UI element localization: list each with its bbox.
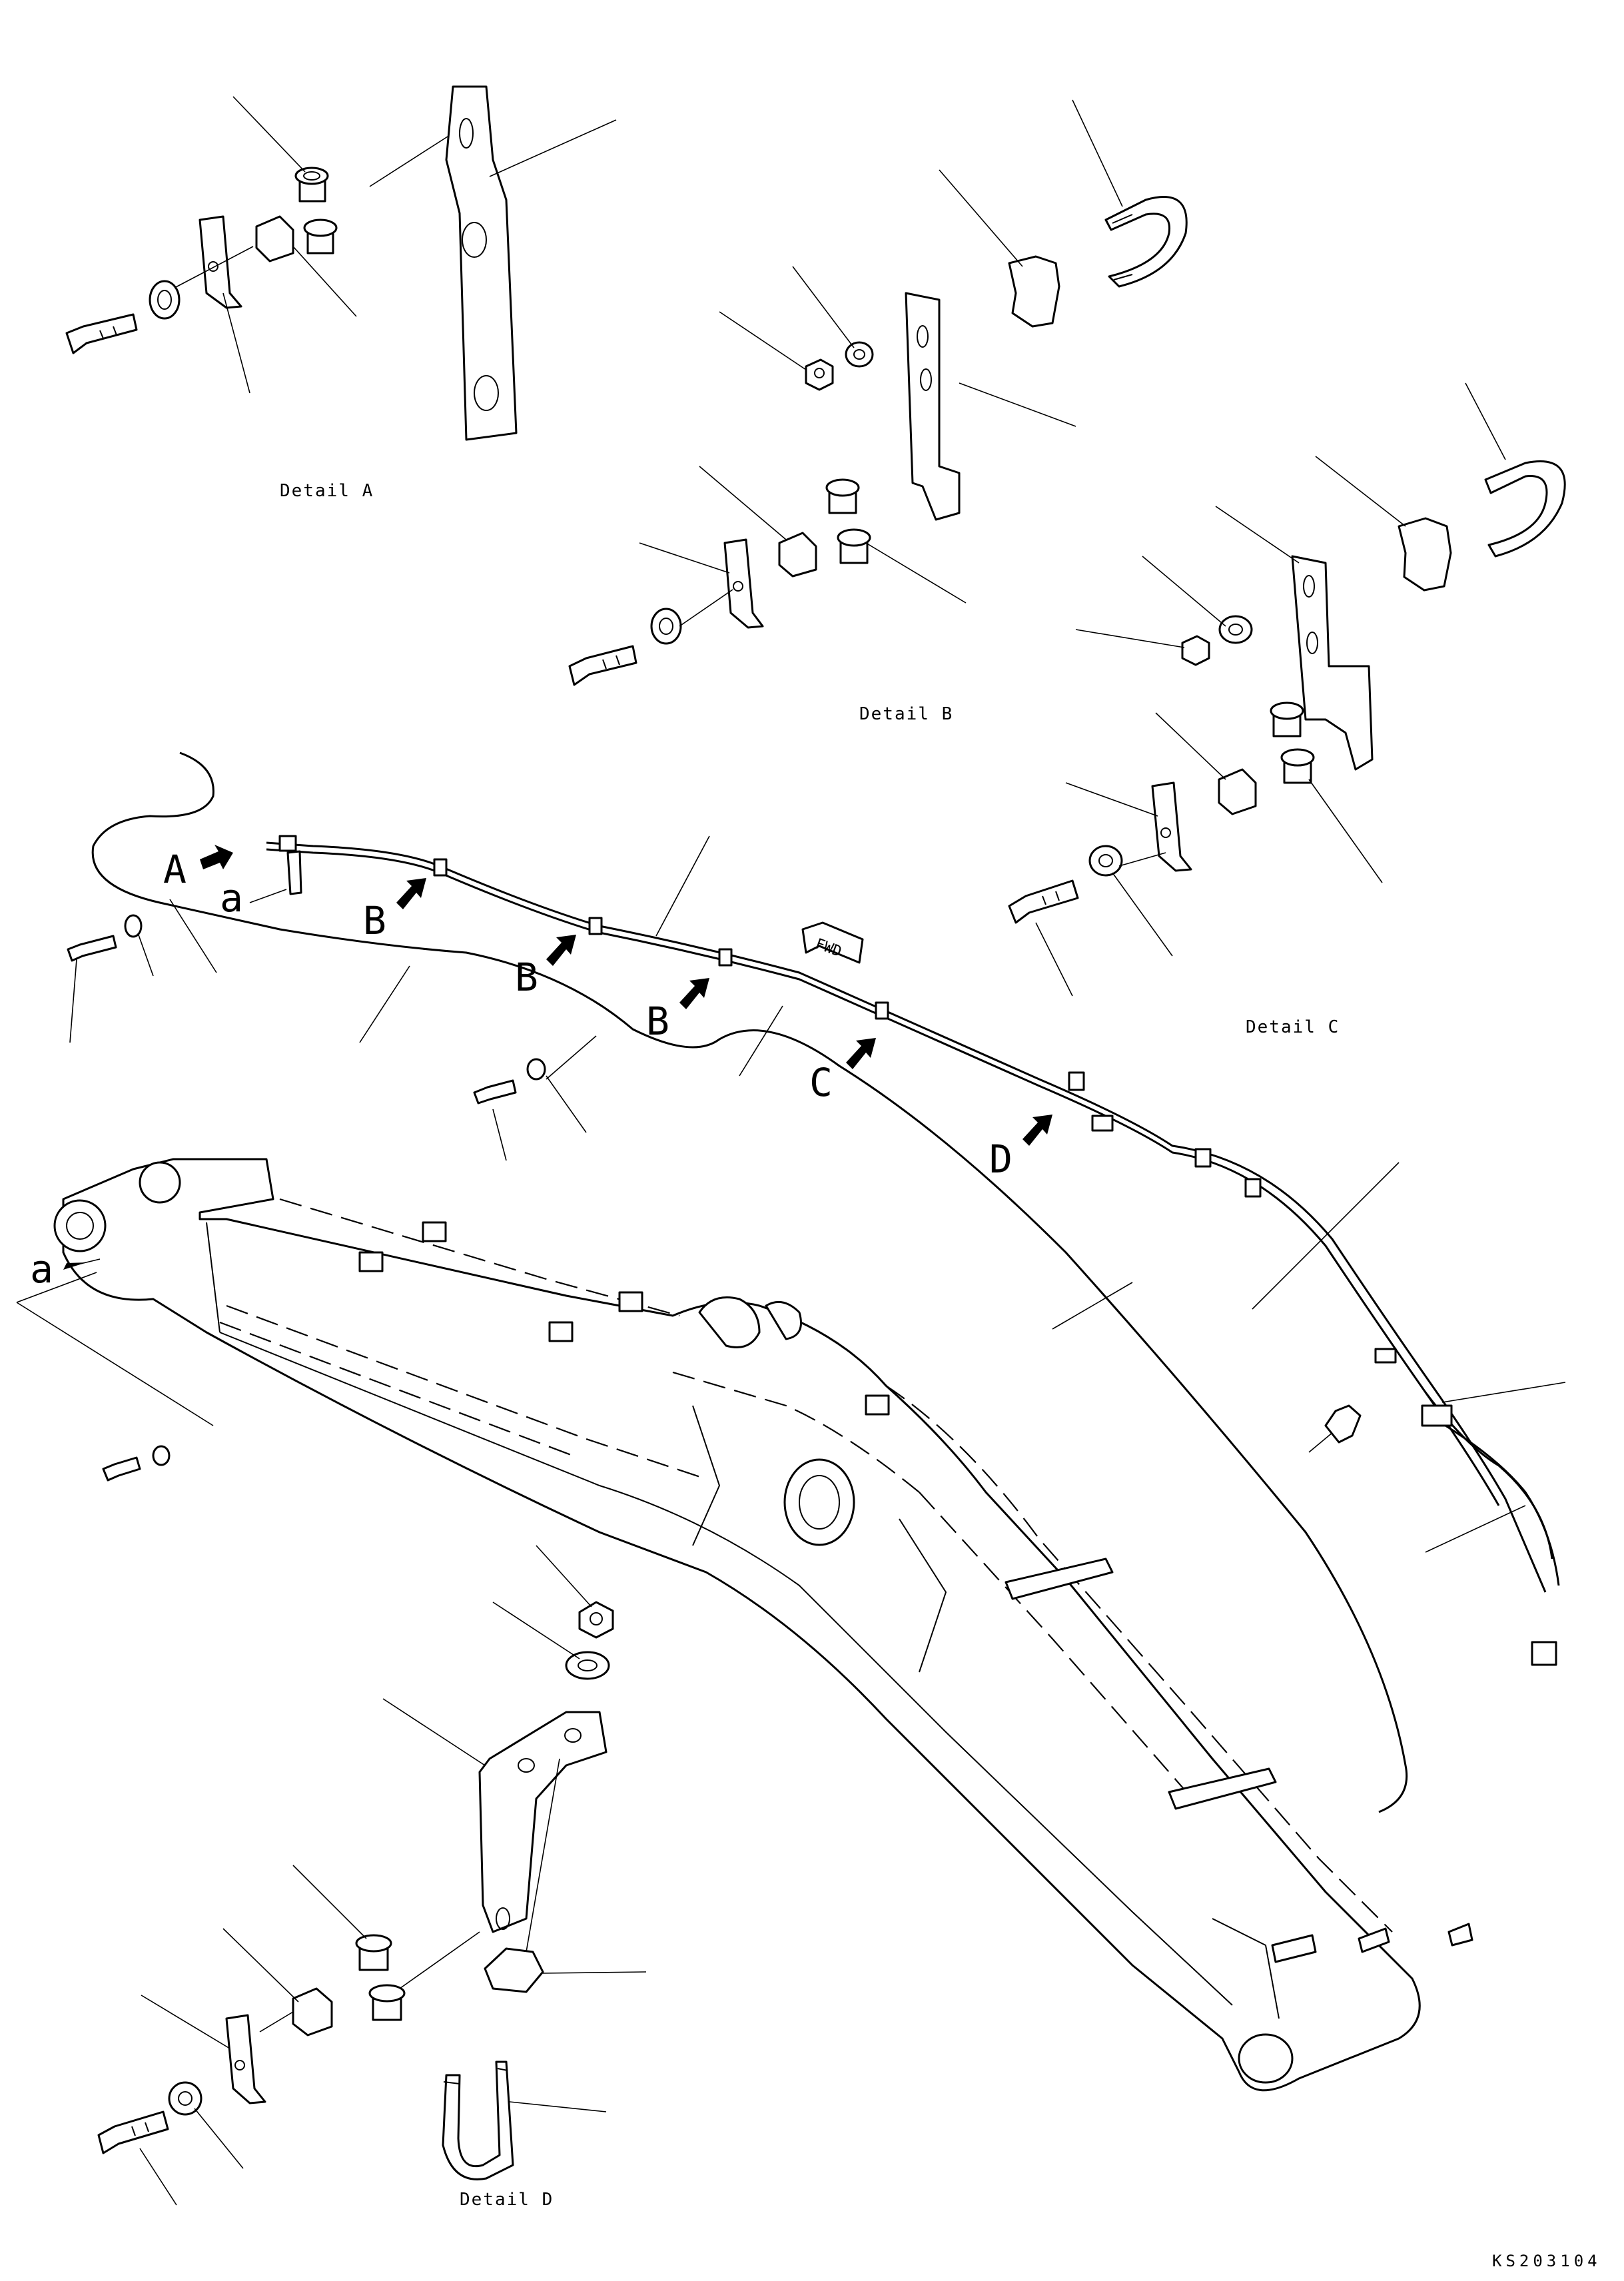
harness-bolt-3 — [1324, 1404, 1362, 1444]
detail-d-clamp — [225, 2014, 266, 2104]
view-label-c: C — [809, 1060, 833, 1105]
detail-b-bolt — [568, 645, 637, 686]
detail-b-square-block — [778, 532, 817, 578]
harness-a-bracket — [286, 850, 302, 895]
cylinder-bracket — [698, 1296, 761, 1348]
detail-a-long-plate — [445, 85, 518, 441]
detail-a-bolt — [65, 313, 138, 354]
detail-c-square-block — [1218, 768, 1257, 815]
detail-c-plate — [1291, 555, 1374, 771]
view-arrows — [200, 845, 1052, 1146]
detail-a-spacer-bottom — [303, 219, 338, 254]
boom-foot-pin-hole — [53, 1199, 107, 1252]
detail-a-spacer-top — [294, 167, 329, 203]
detail-c-nut — [1181, 635, 1210, 666]
boom-top-pin-hole — [1238, 2033, 1294, 2084]
harness-leaders — [69, 835, 1566, 1553]
detail-a-square-block — [255, 215, 294, 262]
view-label-a-boom: a — [30, 1246, 53, 1292]
detail-c-bolt — [1008, 879, 1079, 924]
detail-c-washer — [1218, 615, 1253, 644]
detail-b-leaders — [639, 99, 1123, 627]
boom-clamp-brackets — [358, 1221, 1473, 1963]
detail-b-label: Detail B — [859, 704, 953, 724]
detail-c-spacer-bottom — [1280, 748, 1315, 784]
detail-d-bolt — [97, 2110, 169, 2154]
arrow-d-icon — [1022, 1115, 1052, 1146]
view-label-a: A — [163, 847, 187, 892]
detail-d-square-block — [292, 1987, 333, 2037]
detail-b-washer-2 — [650, 608, 682, 645]
detail-c-leaders — [1035, 382, 1506, 997]
detail-b-spacer-bottom — [837, 528, 871, 564]
detail-a-washer — [149, 280, 181, 320]
detail-a-leaders — [174, 96, 617, 394]
boom-assembly — [53, 1158, 1473, 2092]
view-label-b1: B — [363, 898, 386, 943]
harness-routing — [91, 751, 1560, 1813]
detail-d-washer-2 — [168, 2081, 203, 2116]
arrow-b2-icon — [546, 935, 576, 966]
detail-b-u-bolt — [1104, 196, 1188, 288]
detail-b-spacer-top — [825, 478, 860, 514]
detail-a-group: Detail A — [65, 85, 617, 501]
view-label-b2: B — [515, 955, 538, 1000]
detail-c-u-bolt — [1484, 460, 1566, 558]
detail-d-spacer-top — [355, 1934, 392, 1971]
detail-d-spacer-bottom — [368, 1984, 406, 2021]
detail-c-cushion — [1398, 517, 1452, 592]
a-boom-arrow-icon — [63, 1262, 87, 1270]
boom-foot-bolt — [102, 1445, 171, 1482]
detail-b-plate — [905, 292, 961, 521]
harness-clamps — [278, 835, 1557, 1666]
detail-b-group: Detail B — [568, 99, 1188, 724]
detail-d-label: Detail D — [460, 2190, 554, 2210]
detail-b-washer — [845, 341, 874, 368]
view-label-d: D — [989, 1137, 1013, 1182]
arrow-b3-icon — [679, 978, 709, 1009]
fwd-indicator: FWD — [801, 921, 864, 964]
harness-bolt-2 — [473, 1058, 546, 1105]
detail-a-clamp — [199, 215, 242, 309]
detail-d-bracket — [478, 1711, 608, 1933]
detail-c-washer-2 — [1088, 845, 1123, 877]
detail-c-group: Detail C — [1008, 382, 1566, 1037]
detail-a-label: Detail A — [280, 481, 374, 501]
detail-d-u-bolt — [442, 2060, 514, 2180]
detail-c-clamp — [1151, 781, 1192, 872]
harness-bolt-1 — [67, 914, 143, 962]
detail-d-group: Detail D — [97, 1545, 647, 2210]
view-label-a-small: a — [220, 875, 243, 921]
detail-b-nut — [805, 358, 834, 391]
detail-d-cushion — [484, 1947, 544, 1993]
detail-d-washer — [565, 1651, 610, 1680]
detail-c-label: Detail C — [1246, 1017, 1340, 1037]
detail-c-spacer-top — [1270, 701, 1304, 737]
detail-b-cushion — [1008, 255, 1060, 328]
arrow-c-icon — [846, 1038, 876, 1069]
arrow-a-icon — [200, 845, 233, 869]
view-label-b3: B — [646, 999, 669, 1044]
boom-pivot-boss — [783, 1458, 855, 1546]
detail-b-clamp — [723, 538, 764, 629]
arrow-b1-icon — [396, 878, 426, 909]
arrow-a-small-line — [249, 889, 287, 903]
drawing-code: KS203104 — [1492, 2252, 1601, 2270]
detail-d-nut — [578, 1601, 614, 1639]
detail-d-leaders — [139, 1545, 647, 2206]
